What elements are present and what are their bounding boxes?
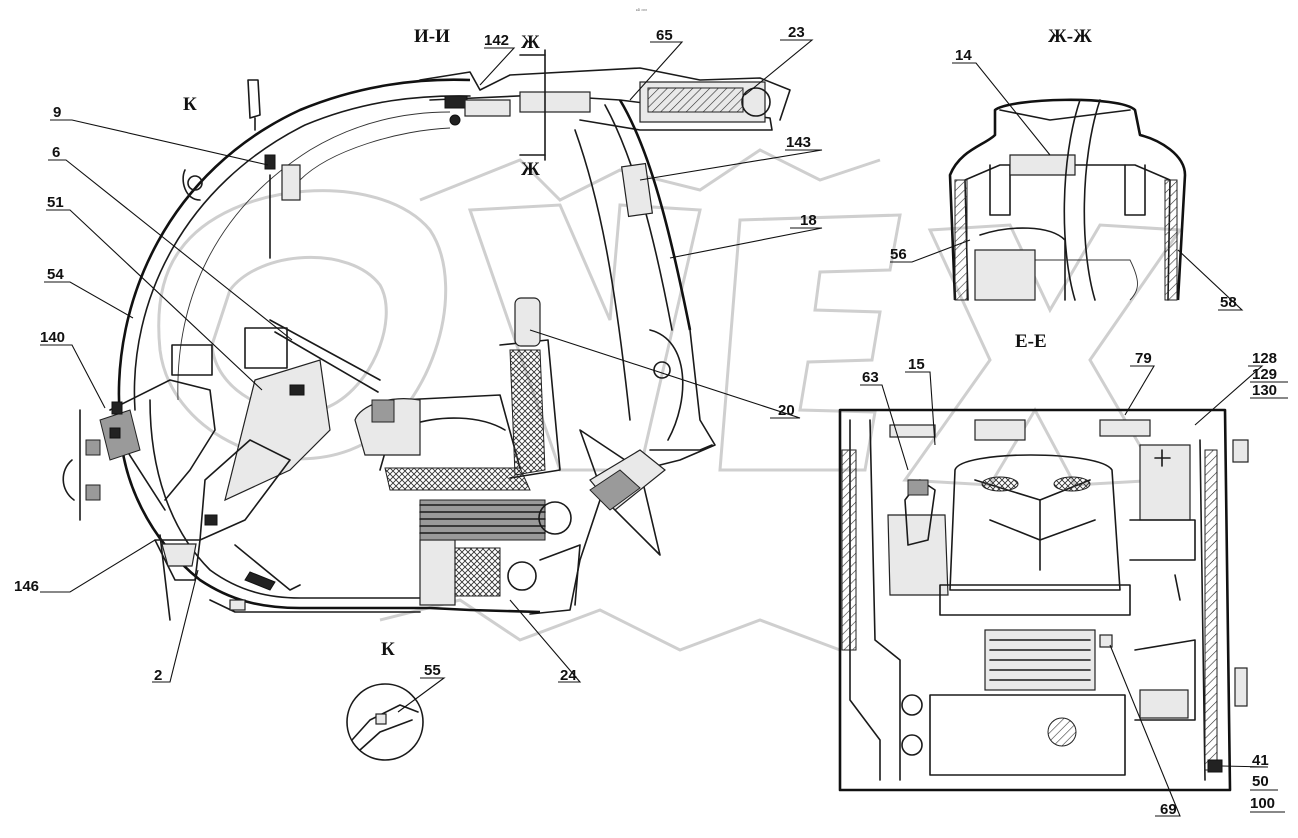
callout-143: 143 <box>786 134 811 151</box>
section-i-i-view <box>62 49 791 621</box>
seat-suspension-bellows <box>419 504 546 534</box>
callout-63: 63 <box>862 369 879 386</box>
callout-54: 54 <box>47 266 64 283</box>
callout-14: 14 <box>955 47 972 64</box>
callout-129: 129 <box>1252 366 1277 383</box>
section-labels: И-И Ж-Ж Е-Е К К Ж Ж <box>183 26 1092 660</box>
callout-142: 142 <box>484 32 509 49</box>
tiny-mark: ᵉᴰ ᵒᵒᵒ <box>636 8 647 14</box>
callout-9: 9 <box>53 104 61 121</box>
section-label-k-detail: К <box>381 639 395 660</box>
leader-lines <box>40 39 1288 817</box>
callout-18: 18 <box>800 212 817 229</box>
callout-100: 100 <box>1250 795 1275 812</box>
callout-50: 50 <box>1252 773 1269 790</box>
callout-130: 130 <box>1252 382 1277 399</box>
callout-69: 69 <box>1160 801 1177 818</box>
callout-20: 20 <box>778 402 795 419</box>
callout-58: 58 <box>1220 294 1237 311</box>
callout-146: 146 <box>14 578 39 595</box>
section-label-i-i: И-И <box>414 26 450 47</box>
callout-56: 56 <box>890 246 907 263</box>
callout-79: 79 <box>1135 350 1152 367</box>
callout-numbers: 142 65 23 9 6 143 18 51 54 140 20 146 2 … <box>14 24 1277 818</box>
section-e-e-view <box>838 408 1249 792</box>
callout-128: 128 <box>1252 350 1277 367</box>
section-label-zh-lower: Ж <box>521 159 540 180</box>
section-label-e-e: Е-Е <box>1015 331 1047 352</box>
section-label-k-top: К <box>183 94 197 115</box>
callout-24: 24 <box>560 667 577 684</box>
section-label-zh-upper: Ж <box>521 32 540 53</box>
callout-51: 51 <box>47 194 64 211</box>
detail-k-view <box>346 683 424 761</box>
callout-55: 55 <box>424 662 441 679</box>
callout-41: 41 <box>1252 752 1269 769</box>
callout-6: 6 <box>52 144 60 161</box>
section-zh-zh-view <box>948 98 1187 301</box>
callout-65: 65 <box>656 27 673 44</box>
callout-15: 15 <box>908 356 925 373</box>
section-label-zh-zh: Ж-Ж <box>1048 26 1092 47</box>
callout-140: 140 <box>40 329 65 346</box>
callout-23: 23 <box>788 24 805 41</box>
callout-2: 2 <box>154 667 162 684</box>
